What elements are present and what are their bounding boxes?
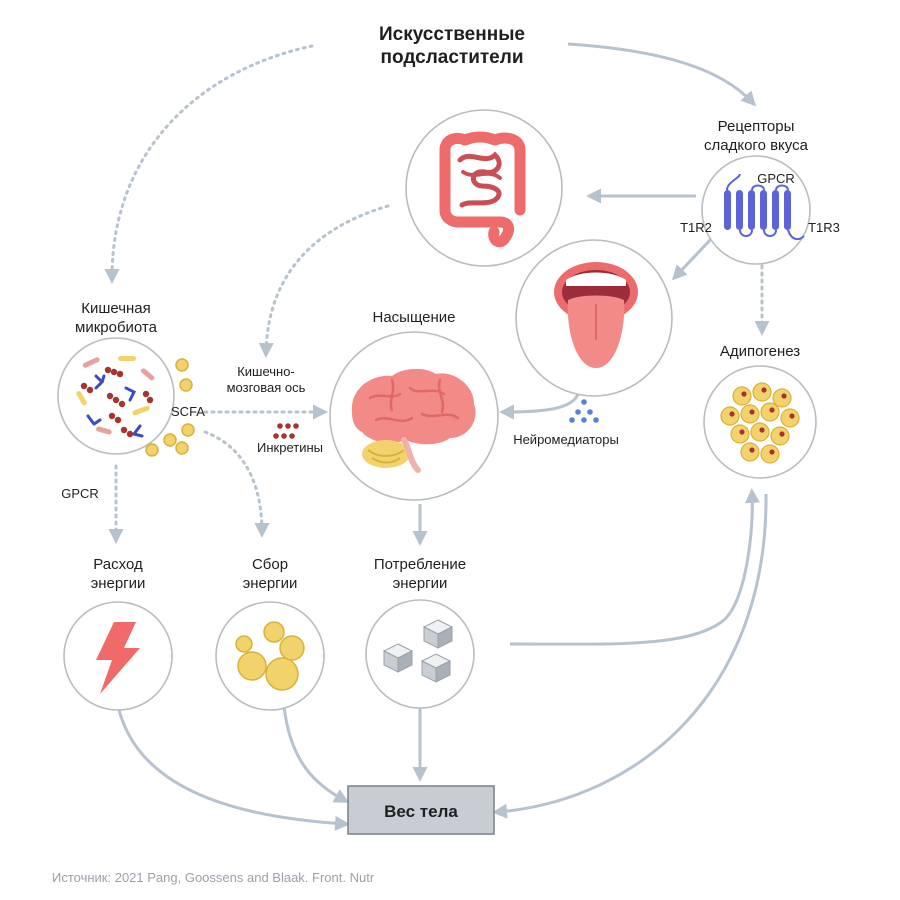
body-weight-label: Вес тела [384,802,458,821]
incretins-label: Инкретины [257,440,323,455]
adipogenesis-node [703,365,817,479]
intake-line2: энергии [393,575,448,592]
arrow-microbiota-to-harvest [203,430,270,538]
receptor-icon [724,173,805,241]
bacteria-icon [76,356,155,438]
satiety-label: Насыщение [373,309,456,326]
brain-icon [351,368,476,473]
microbiota-line1: Кишечная [81,300,151,317]
title-line1: Искусственные [379,24,525,45]
microbiota-circle [57,337,175,455]
arrow-receptors-to-tongue [671,236,714,281]
brain-node [329,331,499,501]
scfa-label: SCFA [171,404,205,419]
receptor-t1r2-label: T1R2 [680,220,712,235]
receptors-line2: сладкого вкуса [704,137,809,154]
intestine-icon [439,131,526,248]
gpcr-left-label: GPCR [61,486,99,501]
expenditure-line2: энергии [91,575,146,592]
axis-line2: мозговая ось [227,380,306,395]
arrow-expenditure-to-weight [116,705,350,831]
arrow-sweeteners-to-microbiota [104,44,314,284]
arrow-tongue-to-brain [499,393,580,420]
arrow-gut-to-axis [258,204,390,358]
body-weight-box: Вес тела [347,785,495,835]
sugar-cubes-icon [382,619,454,683]
mouth-icon [554,262,638,368]
arrow-harvest-to-weight [282,705,350,803]
axis-line1: Кишечно- [237,364,295,379]
gut-node [405,109,563,267]
expenditure-line1: Расход [93,556,143,573]
harvest-line1: Сбор [252,556,288,573]
receptor-gpcr-label: GPCR [757,171,795,186]
arrow-intake-to-adipogenesis [509,488,760,646]
intake-node [365,599,475,709]
receptor-t1r3-label: T1R3 [808,220,840,235]
expenditure-node [63,601,173,711]
neuromediators-dots-icon [569,399,599,423]
harvest-node [215,601,325,711]
receptors-circle [701,155,811,265]
incretins-dots-icon [273,423,299,439]
fat-cells-icon [720,382,800,464]
intake-circle [365,599,475,709]
harvest-line2: энергии [243,575,298,592]
harvest-circle [215,601,325,711]
intake-line1: Потребление [374,556,466,573]
lightning-icon [96,622,140,694]
neuromediators-label: Нейромедиаторы [513,432,619,447]
arrow-sweeteners-to-receptors [567,42,757,107]
scfa-bubbles-icon [145,358,195,457]
fat-droplets-icon [235,621,305,691]
microbiota-node [57,337,175,455]
source-caption: Источник: 2021 Pang, Goossens and Blaak.… [52,870,375,885]
title-line2: подсластители [380,47,523,68]
receptors-line1: Рецепторы [718,118,795,135]
arrow-adipogenesis-to-weight [492,493,768,819]
adipogenesis-label: Адипогенез [720,343,800,360]
receptors-node: GPCR T1R2 T1R3 [680,155,840,265]
connectors [104,42,770,831]
microbiota-line2: микробиота [75,319,158,336]
mouth-node [515,239,673,397]
